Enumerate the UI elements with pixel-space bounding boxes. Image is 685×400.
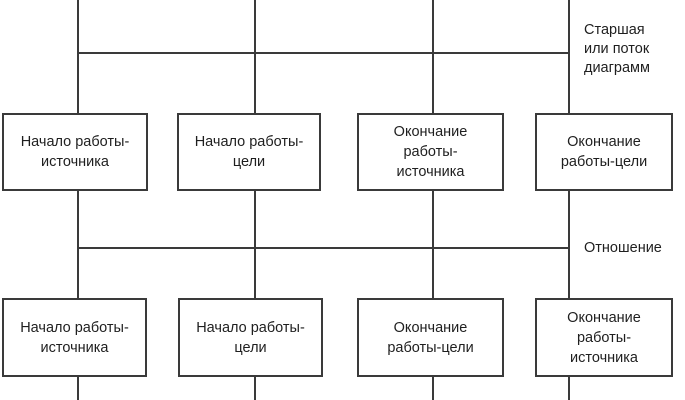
parent-flow-trunk-line bbox=[77, 52, 570, 54]
box-bottom-start-target: Начало работы- цели bbox=[178, 298, 323, 377]
column-line-4 bbox=[568, 0, 570, 400]
column-line-1 bbox=[77, 0, 79, 400]
box-top-end-source: Окончание работы- источника bbox=[357, 113, 504, 191]
annotation-relation: Отношение bbox=[584, 240, 662, 256]
column-line-3 bbox=[432, 0, 434, 400]
relation-trunk-line bbox=[77, 247, 570, 249]
column-line-2 bbox=[254, 0, 256, 400]
box-bottom-end-source: Окончание работы- источника bbox=[535, 298, 673, 377]
annotation-parent-or-flow: Старшая или поток диаграмм bbox=[584, 22, 650, 76]
box-top-start-target: Начало работы- цели bbox=[177, 113, 321, 191]
box-top-end-target: Окончание работы-цели bbox=[535, 113, 673, 191]
box-bottom-start-source: Начало работы- источника bbox=[2, 298, 147, 377]
box-bottom-end-target: Окончание работы-цели bbox=[357, 298, 504, 377]
box-top-start-source: Начало работы- источника bbox=[2, 113, 148, 191]
